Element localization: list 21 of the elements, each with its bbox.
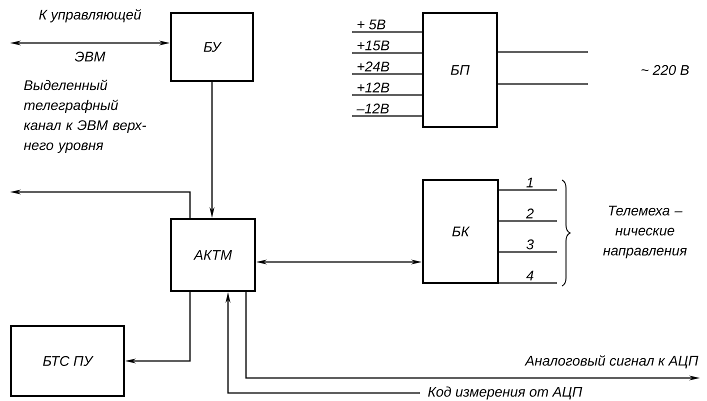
- edge-label: 4: [526, 270, 534, 280]
- block-box: БП: [422, 12, 498, 128]
- edge-label: +24В: [358, 62, 390, 72]
- edge-label: + 5В: [358, 20, 386, 30]
- label: Телемеха – нические направления: [603, 206, 687, 258]
- edge-label: Код измерения от АЦП: [428, 386, 582, 400]
- edge-label: Аналоговый сигнал к АЦП: [524, 355, 698, 368]
- label: ~ 220 В: [642, 65, 689, 75]
- edge-label: –12В: [356, 104, 389, 114]
- block-box: БУ: [170, 12, 254, 82]
- edge-label: 2: [526, 208, 534, 218]
- edge-label: +15В: [358, 40, 390, 50]
- edge-label: Выделенный телеграфный канал к ЭВМ верх- него уровня: [24, 80, 146, 153]
- edge-label: 1: [526, 178, 533, 188]
- block-box: БК: [422, 179, 499, 284]
- edge-label: 3: [526, 239, 534, 250]
- block-box: АКТМ: [170, 218, 256, 292]
- edge-label: +12В: [358, 82, 390, 92]
- label: ЭВМ: [74, 52, 106, 62]
- block-box: БТС ПУ: [10, 325, 125, 397]
- label: К управляющей: [39, 9, 142, 22]
